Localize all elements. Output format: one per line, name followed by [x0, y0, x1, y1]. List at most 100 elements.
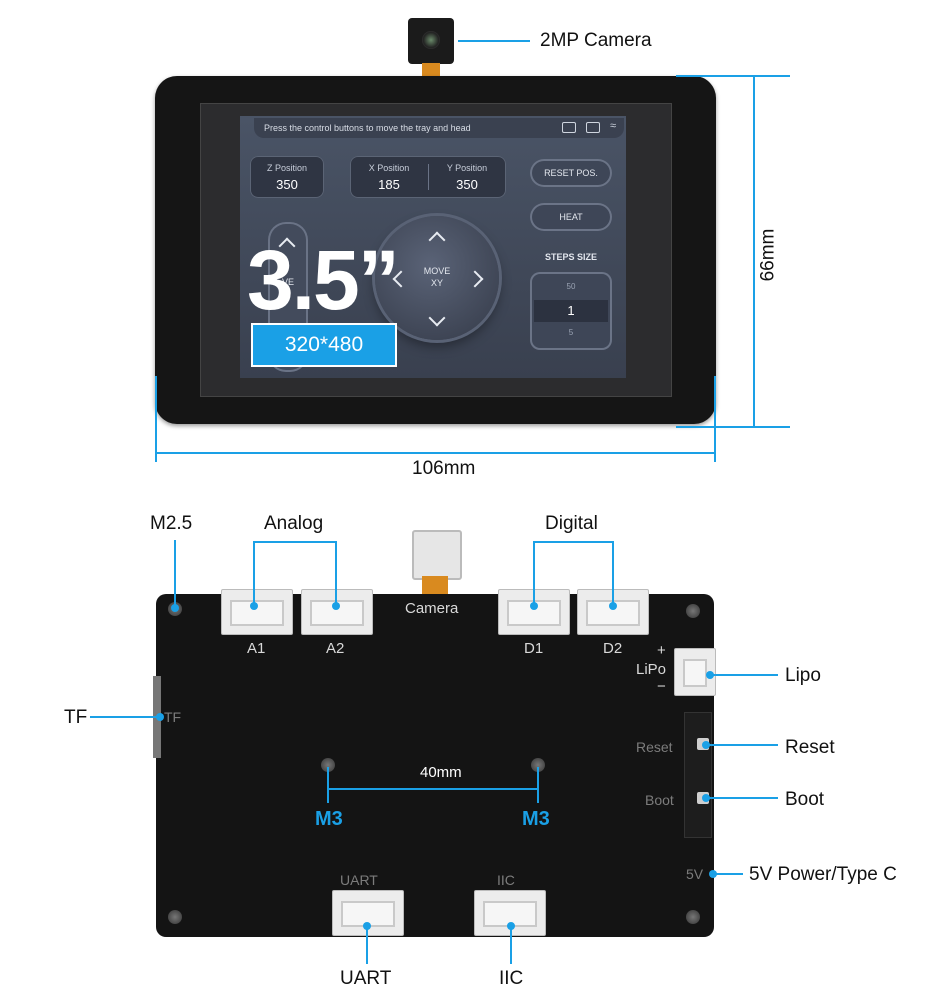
uart-callout-line — [366, 926, 368, 964]
lipo-callout-line — [710, 674, 778, 676]
steps-option[interactable]: 5 — [568, 328, 574, 337]
heat-button[interactable]: HEAT — [530, 203, 612, 231]
height-label: 66mm — [757, 228, 779, 282]
digital-dot-d1 — [530, 602, 538, 610]
power-callout-line — [713, 873, 743, 875]
camera-label: 2MP Camera — [540, 30, 652, 51]
x-position-value: 185 — [378, 177, 400, 192]
camera-status-icon — [562, 122, 576, 133]
height-ext-bottom — [676, 426, 790, 428]
steps-option[interactable]: 50 — [566, 282, 576, 291]
z-position-card: Z Position 350 — [250, 156, 324, 198]
z-move-label: VE — [282, 277, 295, 287]
status-text: Press the control buttons to move the tr… — [264, 123, 471, 133]
tf-label: TF — [64, 707, 88, 728]
m25-callout-dot — [171, 604, 179, 612]
xy-divider — [428, 164, 429, 190]
silk-boot: Boot — [645, 792, 674, 808]
screw-icon — [686, 910, 700, 924]
reset-pos-button[interactable]: RESET POS. — [530, 159, 612, 187]
screen-size-label: 3.5” — [247, 233, 400, 327]
screw-icon — [168, 910, 182, 924]
lipo-label: Lipo — [785, 665, 821, 686]
camera-flex-cable — [422, 63, 440, 79]
up-arrow-icon — [428, 231, 446, 249]
silk-reset: Reset — [636, 739, 673, 755]
steps-option-selected[interactable]: 1 — [567, 303, 575, 318]
boot-callout-line — [706, 797, 778, 799]
reset-callout-line — [706, 744, 778, 746]
silk-d1: D1 — [524, 640, 544, 657]
move-label: MOVE — [423, 266, 451, 276]
xy-label: XY — [430, 278, 443, 288]
analog-bracket-right — [335, 541, 337, 604]
m3-left-ext — [327, 767, 329, 803]
silk-plus: + — [657, 642, 666, 659]
z-position-title: Z Position — [266, 163, 308, 173]
board-camera-module — [412, 530, 462, 580]
digital-bracket-right — [612, 541, 614, 604]
silk-5v: 5V — [686, 866, 704, 882]
connector-a2 — [301, 589, 373, 635]
width-label: 106mm — [412, 458, 476, 479]
lipo-callout-dot — [706, 671, 714, 679]
board-camera-flex — [422, 576, 448, 596]
boot-label: Boot — [785, 789, 825, 810]
iic-callout-dot — [507, 922, 515, 930]
uart-callout-dot — [363, 922, 371, 930]
height-dimension-line — [753, 75, 755, 427]
z-position-value: 350 — [276, 177, 298, 192]
m25-callout-line — [174, 540, 176, 606]
silk-minus: − — [657, 678, 666, 695]
resolution-badge: 320*480 — [251, 323, 397, 367]
power-label: 5V Power/Type C — [749, 864, 897, 885]
side-buttons-strip — [684, 712, 712, 838]
digital-bracket-top — [533, 541, 614, 543]
silk-d2: D2 — [603, 640, 623, 657]
down-arrow-icon — [428, 309, 446, 327]
move-xy-dial[interactable]: MOVE XY — [375, 216, 499, 340]
wifi-icon: ≈ — [610, 120, 617, 132]
silk-camera: Camera — [405, 600, 459, 617]
width-ext-right — [714, 376, 716, 462]
uart-label: UART — [340, 968, 392, 989]
back-board — [156, 594, 714, 937]
camera-lens-icon — [422, 31, 440, 49]
m3-left-label: M3 — [315, 808, 343, 830]
m25-label: M2.5 — [150, 513, 193, 534]
boot-callout-dot — [702, 794, 710, 802]
height-ext-top — [676, 75, 790, 77]
iic-callout-line — [510, 926, 512, 964]
silk-a1: A1 — [247, 640, 266, 657]
connector-a1 — [221, 589, 293, 635]
steps-size-title: STEPS SIZE — [544, 252, 597, 262]
steps-size-picker[interactable]: 50 1 5 — [530, 272, 612, 350]
width-ext-left — [155, 376, 157, 462]
camera-callout-line — [458, 40, 530, 42]
analog-dot-a2 — [332, 602, 340, 610]
silk-uart: UART — [340, 872, 378, 888]
silk-lipo: LiPo — [636, 661, 667, 678]
analog-dot-a1 — [250, 602, 258, 610]
m3-right-ext — [537, 767, 539, 803]
digital-dot-d2 — [609, 602, 617, 610]
m3-hole-right — [531, 758, 545, 772]
y-position-title: Y Position — [446, 163, 488, 173]
xy-position-card: X Position 185 Y Position 350 — [350, 156, 506, 198]
digital-label: Digital — [545, 513, 598, 534]
screw-icon — [686, 604, 700, 618]
m3-right-label: M3 — [522, 808, 550, 830]
reset-label: Reset — [785, 737, 835, 758]
camera-module — [408, 18, 454, 64]
x-position-title: X Position — [368, 163, 410, 173]
steps-selected — [534, 300, 608, 322]
y-position-value: 350 — [456, 177, 478, 192]
power-callout-dot — [709, 870, 717, 878]
width-dimension-line — [155, 452, 716, 454]
tf-callout-dot — [156, 713, 164, 721]
monitor-icon — [586, 122, 600, 133]
m3-spacing-line — [327, 788, 539, 790]
analog-label: Analog — [264, 513, 324, 534]
silk-iic: IIC — [497, 872, 515, 888]
m3-hole-left — [321, 758, 335, 772]
